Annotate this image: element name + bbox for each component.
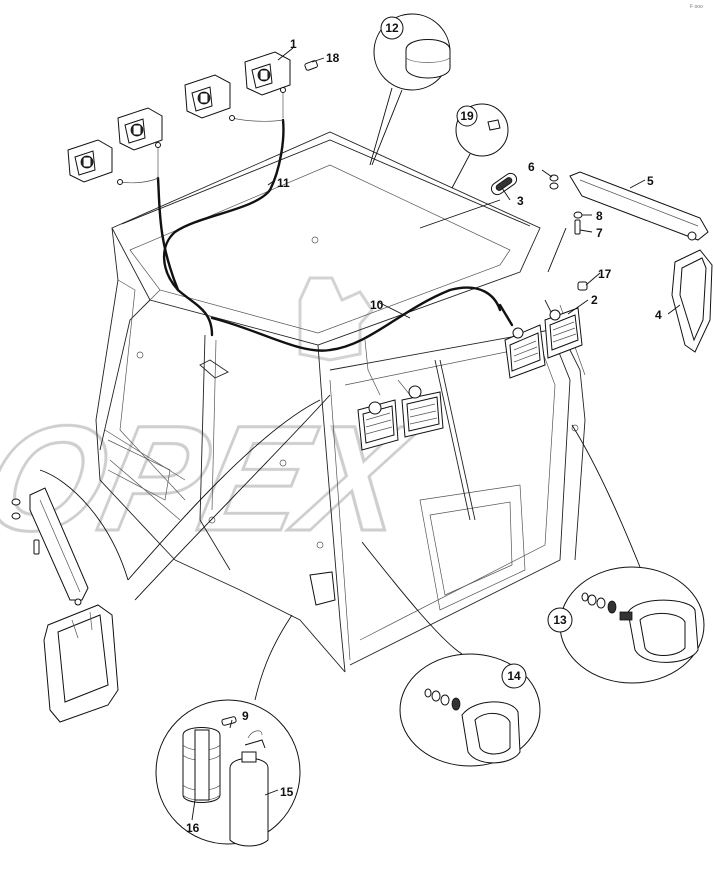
callout-6: 6 (528, 160, 535, 174)
mirror-arm-right (569, 171, 709, 241)
callout-16: 16 (186, 821, 200, 835)
callout-14-ring (501, 663, 527, 689)
wiring-harness (119, 90, 514, 396)
fastener-17 (577, 281, 588, 291)
callout-13: 13 (553, 613, 567, 627)
callout-9: 9 (242, 709, 249, 723)
callout-12-ring (380, 16, 404, 40)
work-light-set-front (357, 307, 583, 451)
mirror-left (43, 604, 119, 723)
detail-extinguisher (155, 614, 301, 847)
work-light-b (184, 74, 231, 119)
callout-4: 4 (655, 308, 662, 322)
leaders (39, 47, 681, 821)
callout-13-ring (547, 607, 573, 633)
callout-12: 12 (385, 21, 399, 35)
callout-3: 3 (517, 194, 524, 208)
callout-18: 18 (326, 51, 340, 65)
work-light-a (244, 51, 291, 96)
callout-19: 19 (460, 109, 474, 123)
callout-10: 10 (370, 298, 384, 312)
callout-19-ring (456, 105, 478, 127)
callout-5: 5 (647, 174, 654, 188)
callout-2: 2 (591, 293, 598, 307)
callout-8: 8 (596, 209, 603, 223)
mirror-arm-left (11, 487, 89, 606)
callout-labels: 1 2 3 4 5 6 7 8 9 10 11 12 13 14 15 16 1… (186, 16, 662, 835)
callout-7: 7 (596, 226, 603, 240)
corner-mark: F ooo (690, 4, 703, 10)
front-light-a (504, 324, 546, 379)
bolt-8-7 (573, 211, 583, 235)
washers-6 (549, 174, 559, 190)
front-light-d (401, 385, 444, 438)
work-light-set-top (67, 51, 291, 185)
callout-15: 15 (280, 785, 294, 799)
callout-1: 1 (290, 37, 297, 51)
callout-17: 17 (598, 267, 612, 281)
callout-11: 11 (277, 176, 290, 190)
detail-13 (559, 424, 705, 684)
fastener-18 (304, 60, 318, 71)
work-light-d (67, 139, 113, 183)
cab-body (95, 131, 586, 673)
roof-slot-3 (490, 172, 518, 196)
mirror-right (671, 249, 713, 353)
front-light-c (357, 399, 399, 451)
detail-beacon-12 (369, 13, 451, 166)
front-light-b (544, 307, 583, 359)
callout-14: 14 (507, 669, 521, 683)
work-light-c (117, 107, 163, 151)
